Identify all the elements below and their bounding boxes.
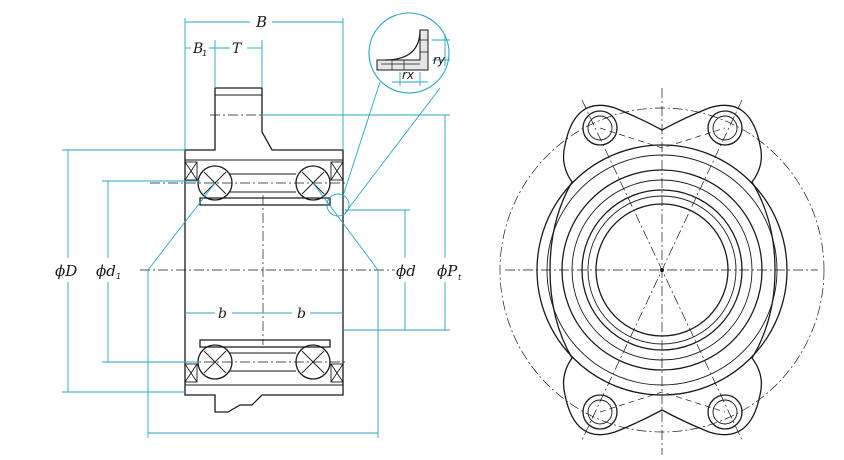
section-view: B B 1 T ry rx ϕD ϕd 1 b b ϕd ϕP t bbox=[55, 12, 462, 438]
seal-bottom-left bbox=[184, 363, 198, 383]
center-point bbox=[660, 268, 664, 272]
front-view bbox=[499, 88, 825, 455]
bolt-hole-bottom-left bbox=[582, 394, 618, 430]
label-b-overall: B bbox=[255, 13, 267, 31]
bolt-hole-bottom-right bbox=[707, 394, 743, 430]
label-phi-d1: ϕd bbox=[96, 262, 116, 280]
dimension-lines bbox=[62, 18, 450, 438]
seal-top-right bbox=[330, 161, 344, 181]
label-phi-pt-sub: t bbox=[458, 273, 462, 282]
fillet-detail-bubble bbox=[368, 12, 450, 94]
label-b1-sub: 1 bbox=[202, 49, 207, 58]
seal-bottom-right bbox=[330, 363, 344, 383]
outer-ring-outline bbox=[184, 87, 344, 413]
hidden-line-bottom bbox=[599, 391, 726, 413]
ball-lower-right bbox=[295, 344, 331, 380]
label-phi-d-bore: ϕd bbox=[396, 262, 416, 280]
label-b-right: b bbox=[297, 306, 306, 322]
hidden-line-top bbox=[599, 127, 726, 149]
bolt-hole-top-right bbox=[707, 110, 743, 146]
label-phi-d1-sub: 1 bbox=[116, 272, 121, 281]
label-phi-d-outer: ϕD bbox=[55, 262, 77, 280]
label-b-left: b bbox=[218, 306, 227, 322]
seal-top-left bbox=[184, 161, 198, 181]
bolt-hole-top-left bbox=[582, 110, 618, 146]
label-b1: B bbox=[192, 41, 203, 57]
label-rx: rx bbox=[402, 68, 415, 82]
inner-ring-lower bbox=[199, 339, 331, 348]
label-t: T bbox=[232, 41, 243, 57]
flange-outline bbox=[549, 104, 776, 436]
label-ry: ry bbox=[433, 53, 446, 67]
label-phi-pt: ϕP bbox=[437, 262, 458, 280]
